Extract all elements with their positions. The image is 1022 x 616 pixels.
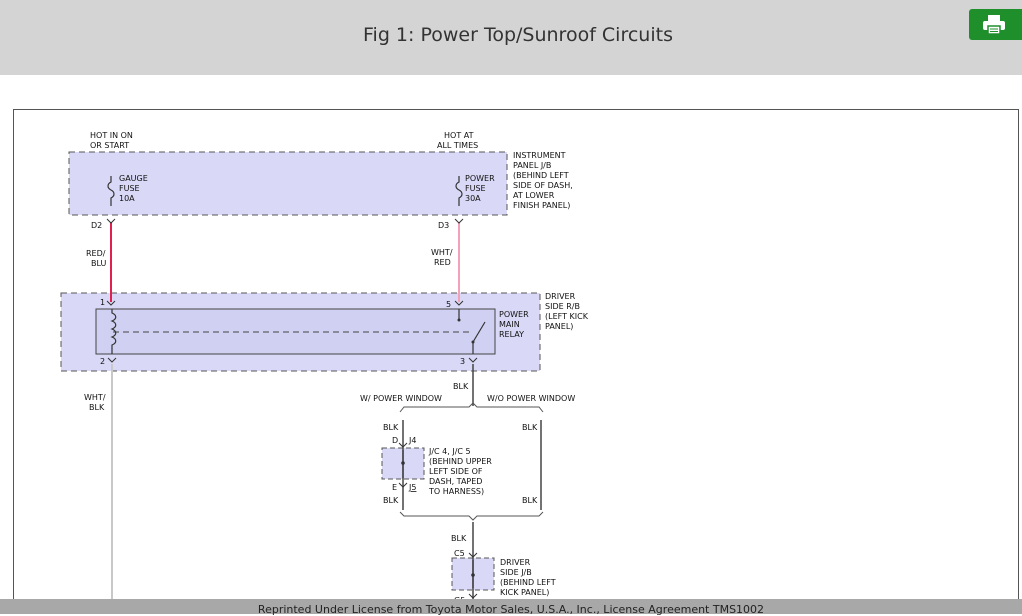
pin-d: D (392, 436, 398, 445)
driver-side-jb-label: DRIVER SIDE J/B (BEHIND LEFT KICK PANEL) (500, 558, 558, 597)
pin-j4: J4 (408, 436, 416, 445)
wo-power-window-label: W/O POWER WINDOW (487, 394, 575, 403)
branch-upper (399, 402, 544, 413)
jc-label: J/C 4, J/C 5 (BEHIND UPPER LEFT SIDE OF … (428, 447, 494, 496)
blk-right-top-label: BLK (522, 423, 538, 432)
source-left-line1: HOT IN ON (90, 131, 133, 140)
gauge-fuse-symbol (107, 176, 115, 206)
blk-main-label: BLK (453, 382, 469, 391)
figure-title: Fig 1: Power Top/Sunroof Circuits (363, 24, 673, 46)
header-bar: Fig 1: Power Top/Sunroof Circuits (0, 0, 1022, 75)
print-button[interactable] (969, 9, 1022, 40)
driver-side-rb-label: DRIVER SIDE R/B (LEFT KICK PANEL) (545, 292, 591, 331)
pin-3: 3 (460, 357, 465, 366)
pin-2: 2 (100, 357, 105, 366)
pin-d2: D2 (91, 221, 102, 230)
blk-left-top-label: BLK (383, 423, 399, 432)
ip-jb-label: INSTRUMENT PANEL J/B (BEHIND LEFT SIDE O… (513, 151, 575, 210)
gauge-fuse-label: GAUGE FUSE 10A (119, 174, 150, 203)
red-blu-label: RED/ BLU (86, 249, 108, 268)
footer-bar: Reprinted Under License from Toyota Moto… (0, 599, 1022, 616)
diagram-frame: HOT IN ON OR START HOT AT ALL TIMES INST… (13, 109, 1019, 609)
pin-d3: D3 (438, 221, 449, 230)
pin-5: 5 (446, 300, 451, 309)
relay-label: POWER MAIN RELAY (499, 310, 531, 339)
instrument-panel-jb-box (68, 151, 508, 216)
source-right-line2: ALL TIMES (437, 141, 478, 150)
blk-lower-label: BLK (451, 534, 467, 543)
printer-icon (983, 15, 1005, 35)
license-text: Reprinted Under License from Toyota Moto… (257, 603, 765, 616)
power-fuse-label: POWER FUSE 30A (465, 174, 497, 203)
pin-e: E (392, 483, 397, 492)
wht-red-label: WHT/ RED (431, 248, 455, 267)
pin-1: 1 (100, 298, 105, 307)
w-power-window-label: W/ POWER WINDOW (360, 394, 442, 403)
blk-right-bottom-label: BLK (522, 496, 538, 505)
pin-c5: C5 (454, 549, 465, 558)
branch-lower (399, 511, 544, 521)
wiring-diagram: HOT IN ON OR START HOT AT ALL TIMES INST… (60, 131, 591, 608)
source-right-line1: HOT AT (444, 131, 474, 140)
relay-coil-symbol (110, 309, 117, 354)
power-fuse-symbol (455, 176, 463, 206)
pin-j5: J5 (408, 483, 416, 492)
wht-blk-label: WHT/ BLK (84, 393, 108, 412)
blk-left-bottom-label: BLK (383, 496, 399, 505)
source-left-line2: OR START (90, 141, 129, 150)
relay-switch-symbol (472, 321, 486, 343)
